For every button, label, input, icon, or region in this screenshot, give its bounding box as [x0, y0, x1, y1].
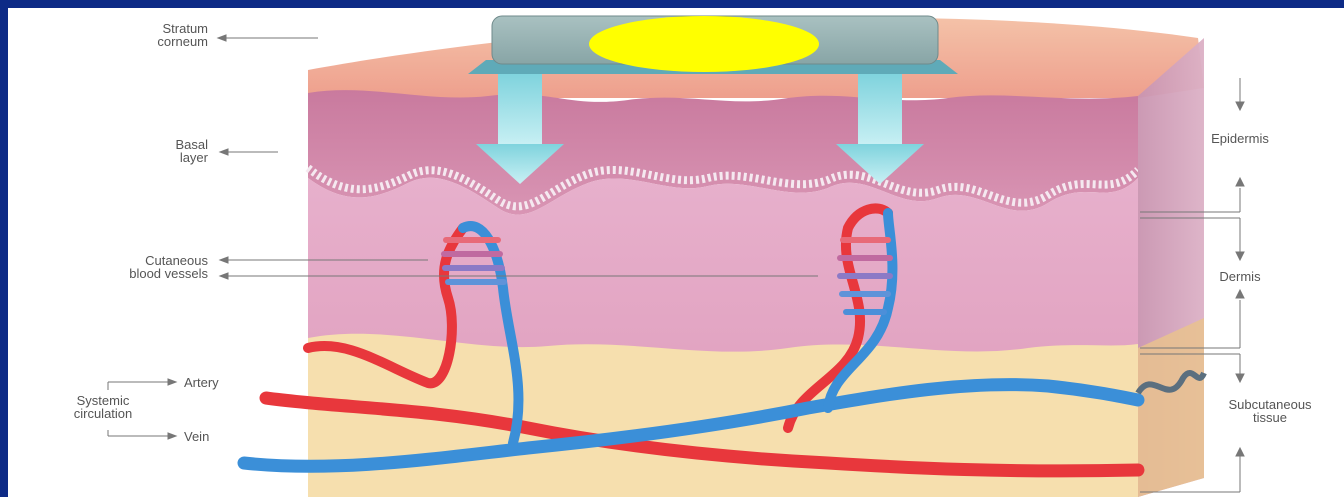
label-systemic-circulation: Systemic circulation — [48, 394, 158, 420]
label-vein: Vein — [184, 430, 209, 443]
label-epidermis: Epidermis — [1200, 132, 1280, 145]
label-basal-layer: Basal layer — [108, 138, 208, 164]
label-dermis: Dermis — [1200, 270, 1280, 283]
diagram-canvas: Stratum corneum Basal layer Cutaneous bl… — [8, 8, 1344, 497]
label-subcutaneous-tissue: Subcutaneous tissue — [1204, 398, 1336, 424]
label-cutaneous-blood-vessels: Cutaneous blood vessels — [68, 254, 208, 280]
skin-cross-section-diagram — [8, 8, 1344, 497]
label-artery: Artery — [184, 376, 219, 389]
block-side-subcutaneous — [1138, 318, 1204, 497]
label-stratum-corneum: Stratum corneum — [108, 22, 208, 48]
patch-redaction-ellipse — [589, 16, 819, 72]
transdermal-patch — [468, 16, 958, 74]
